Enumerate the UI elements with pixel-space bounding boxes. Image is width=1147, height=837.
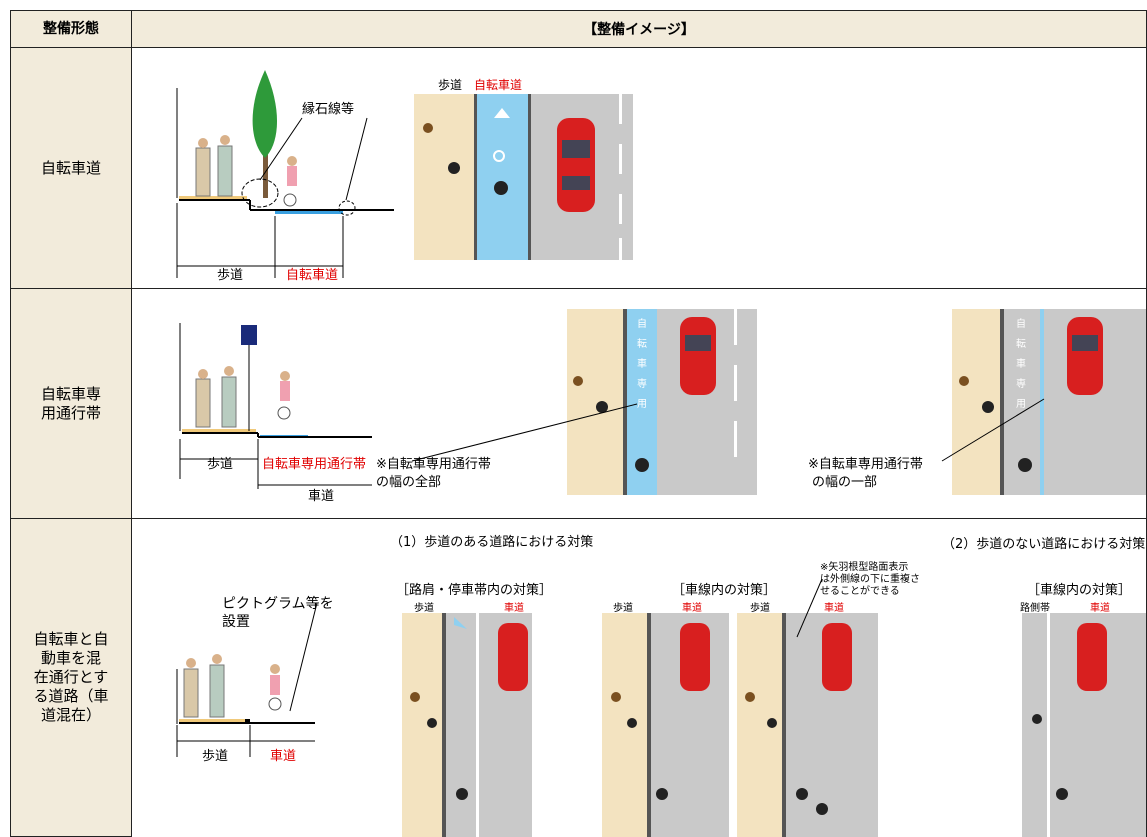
plan3-sidewalk-label: 歩道 bbox=[750, 603, 770, 614]
lane-char: 用 bbox=[1016, 399, 1026, 410]
row-mixed-label: 自転車と自 動車を混 在通行とす る道路（車 道混在） bbox=[33, 630, 109, 724]
bikelane-diagram bbox=[179, 309, 1146, 495]
car-icon bbox=[498, 623, 528, 691]
row-mixed-image-cell: ピクトグラム等を 設置 歩道 車道 （1）歩道のある道路における対策 （2）歩道… bbox=[132, 518, 1147, 837]
header-form-cell: 整備形態 bbox=[10, 10, 132, 48]
row-bikelane-label: 自転車専 用通行帯 bbox=[40, 384, 101, 422]
section-bikelane-label: 自転車専用通行帯 bbox=[262, 457, 367, 472]
lane-char: 転 bbox=[637, 339, 647, 350]
case2-title: （2）歩道のない道路における対策 bbox=[942, 537, 1146, 552]
plan1-sidewalk-label: 歩道 bbox=[414, 603, 434, 614]
lane-char: 自 bbox=[1016, 319, 1026, 330]
section-roadway-label: 車道 bbox=[270, 749, 297, 764]
car-icon bbox=[680, 623, 710, 691]
bikeway-diagram bbox=[176, 70, 633, 278]
car-icon bbox=[1077, 623, 1107, 691]
row-bikelane-label-cell: 自転車専 用通行帯 bbox=[10, 288, 132, 519]
note-part-line2: の幅の一部 bbox=[812, 475, 878, 490]
case1-title: （1）歩道のある道路における対策 bbox=[390, 535, 594, 550]
lane-measures-label-1: ［車線内の対策］ bbox=[672, 583, 777, 598]
car-icon bbox=[557, 118, 595, 212]
curb-note: 縁石線等 bbox=[302, 102, 355, 117]
car-icon bbox=[1067, 317, 1103, 395]
section-sidewalk-label: 歩道 bbox=[202, 749, 229, 764]
lane-char: 車 bbox=[1016, 359, 1026, 370]
plan1-roadway-label: 車道 bbox=[504, 603, 524, 614]
arrow-note-line1: ※矢羽根型路面表示 bbox=[820, 562, 909, 573]
plan2-sidewalk-label: 歩道 bbox=[613, 603, 633, 614]
lane-char: 転 bbox=[1016, 339, 1026, 350]
lane-text-full: 自 転 車 専 用 bbox=[629, 315, 655, 415]
lane-measures-label-2: ［車線内の対策］ bbox=[1027, 583, 1132, 598]
arrow-note-line2: は外側線の下に重複さ bbox=[820, 574, 920, 585]
lane-char: 専 bbox=[1016, 379, 1026, 390]
lane-text-part: 自 転 車 専 用 bbox=[1008, 315, 1034, 415]
pictogram-note-line1: ピクトグラム等を bbox=[222, 596, 334, 612]
plan4-roadway-label: 車道 bbox=[1090, 603, 1110, 614]
pedestrians-icon bbox=[183, 654, 225, 718]
section-bikeway-label: 自転車道 bbox=[286, 268, 339, 283]
lane-char: 車 bbox=[637, 359, 647, 370]
plan2-roadway-label: 車道 bbox=[682, 603, 702, 614]
row-bikelane-image-cell: 自 転 車 専 用 自 転 車 専 用 歩道 自転車専用通行帯 車道 ※自転車専… bbox=[132, 288, 1147, 519]
row-bikeway-image-cell: 縁石線等 歩道 自転車道 歩道 自転車道 bbox=[132, 47, 1147, 289]
row-bikeway-label-cell: 自転車道 bbox=[10, 47, 132, 289]
row-mixed-label-cell: 自転車と自 動車を混 在通行とす る道路（車 道混在） bbox=[10, 518, 132, 837]
row-bikeway-label: 自転車道 bbox=[40, 158, 101, 177]
lane-char: 自 bbox=[637, 319, 647, 330]
header-image-label: 【整備イメージ】 bbox=[583, 22, 695, 38]
plan3-roadway-label: 車道 bbox=[824, 603, 844, 614]
lane-char: 専 bbox=[637, 379, 647, 390]
car-icon bbox=[822, 623, 852, 691]
arrow-note-line3: せることができる bbox=[820, 586, 900, 597]
pedestrians-icon bbox=[195, 135, 233, 197]
pedestrians-icon bbox=[195, 366, 237, 428]
cyclist-icon bbox=[283, 156, 297, 207]
mixed-traffic-diagram bbox=[176, 578, 1146, 837]
note-part-line1: ※自転車専用通行帯 bbox=[808, 457, 923, 472]
header-form-label: 整備形態 bbox=[43, 20, 99, 37]
header-image-cell: 【整備イメージ】 bbox=[132, 10, 1147, 48]
note-full-line1: ※自転車専用通行帯 bbox=[376, 457, 491, 472]
cyclist-icon bbox=[268, 664, 282, 711]
car-icon bbox=[680, 317, 716, 395]
plan-sidewalk-label: 歩道 bbox=[438, 78, 463, 92]
section-sidewalk-label: 歩道 bbox=[217, 268, 244, 283]
pictogram-note-line2: 設置 bbox=[222, 614, 250, 630]
note-full-line2: の幅の全部 bbox=[376, 475, 442, 490]
plan-bikeway-label: 自転車道 bbox=[474, 78, 523, 92]
section-sidewalk-label: 歩道 bbox=[207, 457, 234, 472]
cyclist-icon bbox=[277, 371, 291, 420]
lane-char: 用 bbox=[637, 399, 647, 410]
shoulder-measures-label: ［路肩・停車帯内の対策］ bbox=[396, 583, 553, 598]
roadside-strip-label: 路側帯 bbox=[1020, 603, 1050, 614]
section-roadway-label: 車道 bbox=[308, 489, 335, 504]
